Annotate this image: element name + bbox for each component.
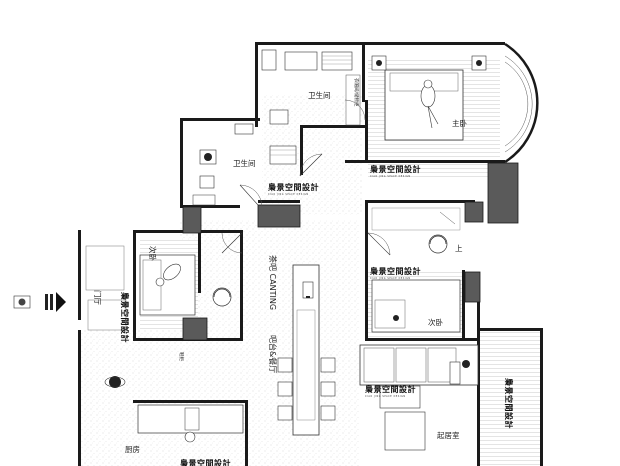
svg-text:XIAO JING SPACE DESIGN: XIAO JING SPACE DESIGN: [370, 175, 411, 178]
doors: [221, 99, 391, 256]
balcony-floor: [480, 330, 542, 466]
svg-text:梟景空間設計: 梟景空間設計: [364, 384, 416, 394]
columns: [182, 162, 519, 341]
room-label-living: 起居室: [437, 430, 460, 440]
svg-text:XIAO JING SPACE DESIGN: XIAO JING SPACE DESIGN: [268, 193, 309, 196]
master-bed: [371, 55, 487, 141]
room-label-master: 主卧: [452, 118, 467, 128]
cabinet-label: 鞋柜: [178, 352, 185, 361]
entrance-marker: [13, 245, 127, 331]
brand-mark-5: 梟景空間設計: [179, 458, 231, 466]
bedroom2-furniture: [371, 207, 461, 333]
room-label-kitchen: 厨房: [125, 444, 140, 454]
svg-text:XIAO JING SPACE DESIGN: XIAO JING SPACE DESIGN: [370, 277, 411, 280]
svg-text:梟景空間設計: 梟景空間設計: [267, 182, 319, 192]
svg-text:梟景空間設計: 梟景空間設計: [369, 164, 421, 174]
room-label-second-bedroom: 次卧: [148, 246, 158, 261]
kitchen-counter: [104, 376, 244, 443]
top-bath-fixtures: [261, 49, 353, 125]
svg-text:梟景空間設計: 梟景空間設計: [179, 458, 231, 466]
room-label-bedroom2: 次卧: [428, 317, 443, 327]
wardrobe-note: 衣帽间/储物柜: [353, 78, 360, 107]
bay-window: [504, 42, 539, 164]
living-room-furniture: [359, 344, 479, 451]
room-label-bath2: 卫生间: [233, 158, 256, 168]
left-bath-fixtures: [192, 123, 297, 206]
dining-label: 吧台&餐厅: [268, 335, 278, 373]
brand-mark-1: 梟景空間設計 XIAO JING SPACE DESIGN: [267, 182, 319, 196]
brand-mark-4: 梟景空間設計 XIAO JING SPACE DESIGN: [364, 384, 416, 398]
room-label-entrance: 门厅: [93, 290, 102, 305]
brand-mark-6: 梟景空間設計: [120, 291, 130, 343]
room-label-bath1: 卫生间: [308, 90, 331, 100]
canting-label: 茶吧 CANTING: [268, 255, 278, 310]
svg-text:XIAO JING SPACE DESIGN: XIAO JING SPACE DESIGN: [365, 395, 406, 398]
second-bedroom-furniture: [139, 254, 232, 316]
svg-text:梟景空間設計: 梟景空間設計: [369, 266, 421, 276]
up-marker: 上: [455, 244, 463, 253]
brand-mark-2: 梟景空間設計 XIAO JING SPACE DESIGN: [369, 164, 421, 178]
dining-table: [277, 264, 336, 436]
brand-mark-7: 梟景空間設計: [504, 377, 514, 429]
brand-mark-3: 梟景空間設計 XIAO JING SPACE DESIGN: [369, 266, 421, 280]
